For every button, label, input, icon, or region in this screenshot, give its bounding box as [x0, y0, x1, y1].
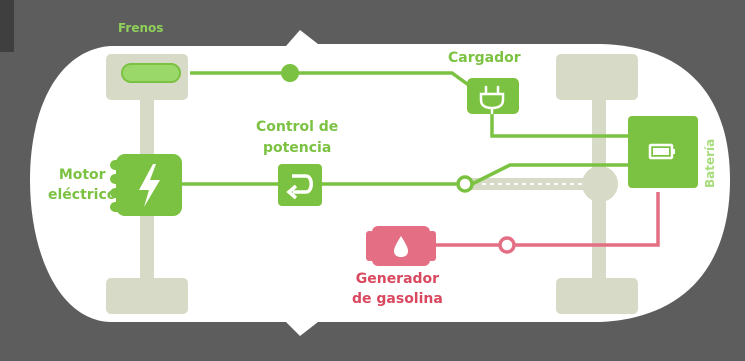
return-arrow-icon [278, 164, 322, 206]
rear-bottom-wheel [556, 278, 638, 314]
lightning-bolt-icon [110, 154, 182, 216]
battery-icon [628, 116, 698, 188]
label-generador-de-gasolina: Generador de gasolina [352, 269, 443, 309]
gasoline-lines [432, 192, 660, 247]
label-motor-line-2: eléctrico [48, 187, 117, 203]
label-control-line-1: Control de [256, 119, 339, 135]
driveshaft [470, 178, 600, 190]
brake-icon [121, 63, 181, 83]
label-frenos: Frenos [118, 21, 164, 35]
label-motor-electrico: Motor eléctrico [48, 165, 116, 205]
label-control-de-potencia: Control de potencia [256, 117, 338, 159]
chassis [106, 54, 638, 314]
frame-corner [0, 0, 14, 52]
gasoline-node [498, 236, 516, 254]
front-bottom-wheel [106, 278, 188, 314]
rear-top-wheel [556, 54, 638, 100]
label-generador-line-2: de gasolina [352, 291, 443, 307]
electric-lines [178, 71, 630, 186]
label-motor-line-1: Motor [58, 167, 106, 183]
brake-line-node [281, 64, 299, 82]
label-bateria: Batería [703, 138, 717, 188]
label-control-line-2: potencia [262, 140, 332, 156]
plug-icon [467, 78, 519, 115]
motor-line-node [456, 175, 474, 193]
fuel-drop-icon [366, 226, 436, 266]
label-generador-line-1: Generador [355, 271, 440, 287]
label-cargador: Cargador [448, 50, 521, 66]
